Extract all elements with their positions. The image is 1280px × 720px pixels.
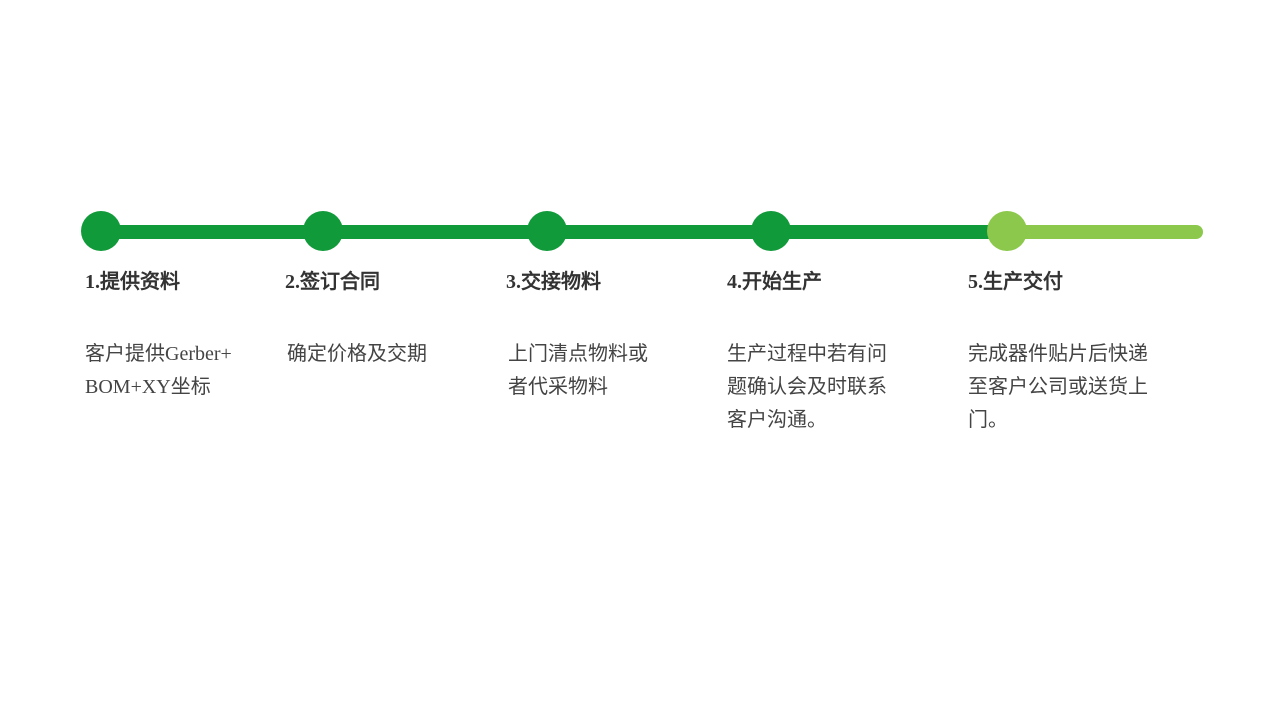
timeline-node-3	[527, 211, 567, 251]
step-5: 5.生产交付 完成器件贴片后快递至客户公司或送货上门。	[968, 268, 1158, 437]
step-1: 1.提供资料 客户提供Gerber+BOM+XY坐标	[85, 268, 250, 404]
step-description: 上门清点物料或者代采物料	[508, 343, 648, 398]
step-title: 3.交接物料	[506, 271, 601, 293]
step-description: 生产过程中若有问题确认会及时联系客户沟通。	[727, 343, 887, 431]
timeline-node-4	[751, 211, 791, 251]
timeline-node-1	[81, 211, 121, 251]
step-description: 完成器件贴片后快递至客户公司或送货上门。	[968, 343, 1148, 431]
step-2: 2.签订合同 确定价格及交期	[285, 268, 475, 371]
step-title: 4.开始生产	[727, 271, 822, 293]
step-4: 4.开始生产 生产过程中若有问题确认会及时联系客户沟通。	[727, 268, 917, 437]
step-title: 5.生产交付	[968, 271, 1063, 293]
timeline-bar-tail	[1000, 225, 1203, 239]
step-3: 3.交接物料 上门清点物料或者代采物料	[506, 268, 696, 404]
step-title: 2.签订合同	[285, 271, 380, 293]
step-title: 1.提供资料	[85, 271, 180, 293]
timeline-node-5	[987, 211, 1027, 251]
step-description: 确定价格及交期	[287, 343, 427, 365]
step-description: 客户提供Gerber+BOM+XY坐标	[85, 343, 232, 398]
timeline-node-2	[303, 211, 343, 251]
